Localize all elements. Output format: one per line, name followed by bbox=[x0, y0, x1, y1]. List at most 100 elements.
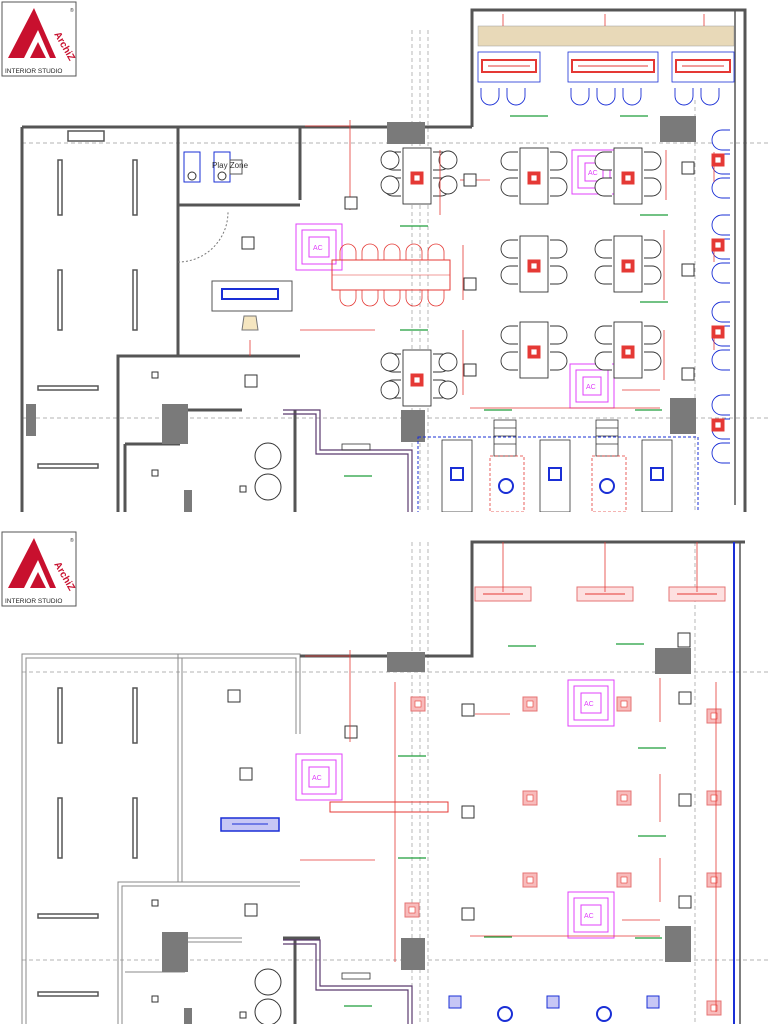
dining-table bbox=[500, 147, 568, 205]
light-fixture bbox=[410, 696, 426, 712]
cove-light bbox=[329, 801, 449, 813]
chair bbox=[594, 351, 612, 371]
electrical-leaders bbox=[300, 542, 717, 1012]
duct-lines bbox=[283, 939, 413, 1024]
chair bbox=[644, 239, 662, 259]
lower-left-fixtures bbox=[151, 371, 282, 501]
downlights-square bbox=[151, 632, 692, 1024]
brand-studio: INTERIOR STUDIO bbox=[5, 68, 62, 75]
wall-booth bbox=[711, 214, 730, 284]
banquette bbox=[477, 51, 541, 106]
electrical-leaders bbox=[249, 14, 715, 409]
brand-logo: ArchiZ ® INTERIOR STUDIO bbox=[1, 531, 77, 607]
ac-units: AC AC AC bbox=[295, 149, 617, 409]
reflected-ceiling-plan: ArchiZ ® INTERIOR STUDIO bbox=[0, 512, 768, 1024]
round-lights bbox=[497, 1006, 612, 1022]
chair bbox=[594, 177, 612, 197]
pendant-lights bbox=[404, 586, 726, 1016]
dining-table bbox=[594, 147, 662, 205]
banquette bbox=[567, 51, 659, 106]
columns bbox=[162, 648, 691, 1024]
dining-table bbox=[594, 321, 662, 379]
light-fixture bbox=[410, 171, 424, 185]
counter-lights bbox=[448, 995, 660, 1009]
chair bbox=[550, 325, 568, 345]
chair bbox=[644, 177, 662, 197]
svg-text:AC: AC bbox=[584, 913, 594, 920]
dining-table bbox=[594, 235, 662, 293]
svg-text:AC: AC bbox=[584, 701, 594, 708]
dining-table bbox=[500, 235, 568, 293]
light-fixture bbox=[711, 238, 725, 252]
ac-units: AC AC AC bbox=[295, 679, 615, 939]
wall-booth bbox=[711, 394, 730, 464]
light-fixture bbox=[527, 259, 541, 273]
chair bbox=[550, 265, 568, 285]
chair bbox=[594, 151, 612, 171]
linear-light bbox=[576, 586, 634, 602]
furniture-layout-drawing: ArchiZ ® INTERIOR STUDIO bbox=[1, 1, 768, 512]
play-zone-label: Play Zone bbox=[212, 161, 249, 170]
dining-tables bbox=[380, 147, 662, 407]
play-zone: Play Zone bbox=[177, 151, 293, 331]
light-fixture bbox=[621, 171, 635, 185]
light-fixture bbox=[711, 325, 725, 339]
chair bbox=[644, 265, 662, 285]
light-fixture bbox=[616, 696, 632, 712]
brand-studio: INTERIOR STUDIO bbox=[5, 598, 62, 605]
wall-booth bbox=[711, 129, 730, 199]
light-fixture bbox=[621, 259, 635, 273]
svg-text:AC: AC bbox=[312, 775, 322, 782]
light-fixture bbox=[706, 1000, 722, 1016]
chair bbox=[644, 325, 662, 345]
chair bbox=[550, 351, 568, 371]
svg-text:AC: AC bbox=[313, 245, 323, 252]
side-chairs bbox=[380, 150, 458, 400]
brand-registered-mark: ® bbox=[70, 537, 74, 544]
light-fixture bbox=[522, 696, 538, 712]
light-fixture bbox=[706, 790, 722, 806]
switches bbox=[344, 115, 668, 477]
ac-unit: AC bbox=[569, 363, 615, 409]
banquette bbox=[671, 51, 735, 106]
wood-counter bbox=[477, 25, 735, 47]
light-fixture bbox=[522, 790, 538, 806]
light-fixture bbox=[527, 171, 541, 185]
light-fixture bbox=[711, 418, 725, 432]
light-fixture bbox=[522, 872, 538, 888]
walls bbox=[283, 540, 745, 1024]
light-fixture bbox=[616, 790, 632, 806]
chair bbox=[500, 239, 518, 259]
chair bbox=[500, 177, 518, 197]
light-fixture bbox=[706, 708, 722, 724]
hall-fixtures bbox=[37, 687, 138, 997]
ac-unit: AC bbox=[567, 679, 615, 727]
chair bbox=[500, 151, 518, 171]
dining-table bbox=[500, 321, 568, 379]
chair bbox=[500, 265, 518, 285]
chair bbox=[644, 351, 662, 371]
light-fixture bbox=[410, 373, 424, 387]
ac-unit: AC bbox=[567, 891, 615, 939]
furniture-layout-plan: ArchiZ ® INTERIOR STUDIO bbox=[1, 1, 768, 512]
chair bbox=[594, 239, 612, 259]
light-fixture bbox=[616, 872, 632, 888]
chair bbox=[644, 151, 662, 171]
ac-unit: AC bbox=[295, 223, 343, 271]
chair bbox=[594, 325, 612, 345]
wall-booth bbox=[711, 301, 730, 371]
chair bbox=[500, 351, 518, 371]
ceiling-plan-drawing: ArchiZ ® INTERIOR STUDIO bbox=[1, 531, 768, 1024]
long-table bbox=[331, 243, 451, 307]
light-fixture bbox=[706, 872, 722, 888]
light-fixture bbox=[621, 345, 635, 359]
svg-text:AC: AC bbox=[588, 170, 598, 177]
banquette-seating bbox=[477, 51, 735, 106]
duct-lines bbox=[283, 409, 413, 512]
junction-boxes bbox=[344, 161, 695, 381]
svg-text:AC: AC bbox=[586, 384, 596, 391]
ac-unit: AC bbox=[295, 753, 343, 801]
chair bbox=[550, 239, 568, 259]
chair bbox=[594, 265, 612, 285]
brand-registered-mark: ® bbox=[70, 7, 74, 14]
